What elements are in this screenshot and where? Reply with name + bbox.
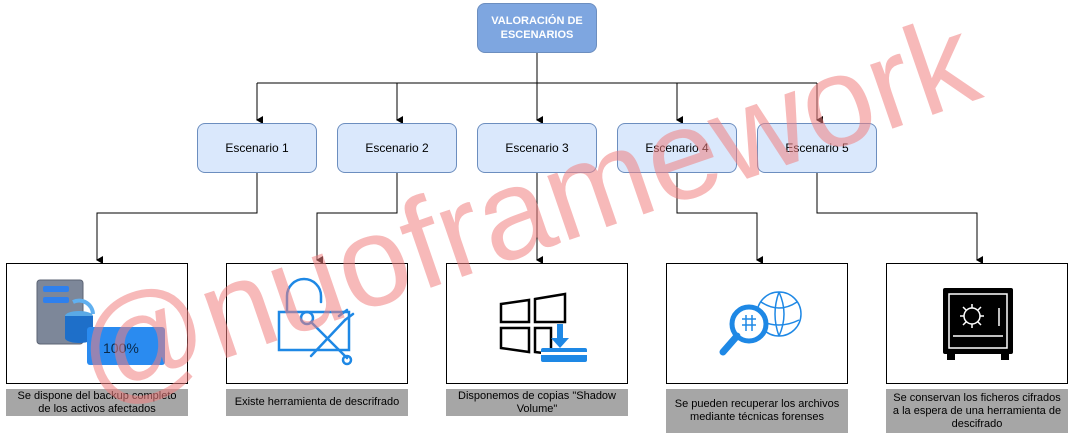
- outcome-caption-1: Se dispone del backup completo de los ac…: [6, 389, 188, 416]
- connector-scenario-5-outcome: [816, 173, 983, 264]
- outcome-caption-2: Existe herramienta de descrifrado: [226, 389, 408, 416]
- safe-vault-icon: [943, 288, 1013, 360]
- connector-scenario-1-outcome: [96, 173, 258, 264]
- scenario-label: Escenario 2: [365, 141, 429, 155]
- root-node[interactable]: VALORACIÓN DE ESCENARIOS: [477, 3, 597, 53]
- outcome-image-2[interactable]: [226, 263, 408, 384]
- scenario-label: Escenario 5: [785, 141, 849, 155]
- scenario-label: Escenario 3: [505, 141, 569, 155]
- outcome-image-3[interactable]: [446, 263, 628, 384]
- unlock-tools-icon: [277, 277, 355, 366]
- scenario-node-4[interactable]: Escenario 4: [617, 123, 737, 173]
- connector-scenario-4-outcome: [676, 173, 763, 264]
- caption-text: Existe herramienta de descrifrado: [234, 396, 400, 408]
- outcome-image-1[interactable]: 100%: [6, 263, 188, 384]
- caption-text: Se pueden recuperar los archivos mediant…: [674, 398, 840, 423]
- scenario-label: Escenario 4: [645, 141, 709, 155]
- scenario-node-2[interactable]: Escenario 2: [337, 123, 457, 173]
- outcome-caption-4: Se pueden recuperar los archivos mediant…: [666, 389, 848, 433]
- windows-download-icon: [499, 292, 587, 362]
- scenario-node-1[interactable]: Escenario 1: [197, 123, 317, 173]
- outcome-image-5[interactable]: [886, 263, 1068, 384]
- outcome-caption-5: Se conservan los ficheros cifrados a la …: [886, 389, 1068, 433]
- backup-percentage-badge: 100%: [103, 340, 139, 356]
- caption-text: Se conservan los ficheros cifrados a la …: [892, 391, 1062, 430]
- outcome-caption-3: Disponemos de copias "Shadow Volume": [446, 389, 628, 416]
- forensic-search-icon: [719, 291, 802, 356]
- caption-text: Se dispone del backup completo de los ac…: [17, 389, 177, 415]
- scenario-node-3[interactable]: Escenario 3: [477, 123, 597, 173]
- server-backup-icon: [36, 279, 165, 365]
- connector-scenario-2-outcome: [316, 173, 398, 264]
- scenario-label: Escenario 1: [225, 141, 289, 155]
- scenario-node-5[interactable]: Escenario 5: [757, 123, 877, 173]
- caption-text: Disponemos de copias "Shadow Volume": [458, 389, 616, 415]
- outcome-image-4[interactable]: [666, 263, 848, 384]
- root-title: VALORACIÓN DE ESCENARIOS: [491, 15, 583, 41]
